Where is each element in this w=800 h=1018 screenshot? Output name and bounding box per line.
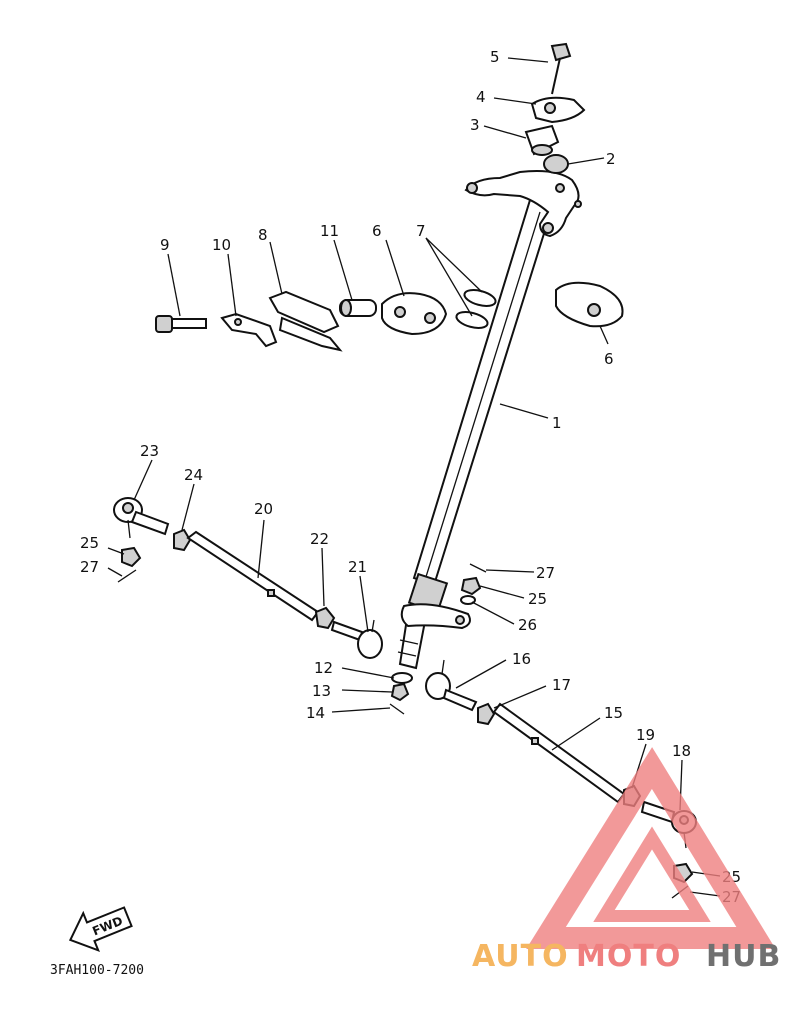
callout-27-left: 27 bbox=[80, 558, 99, 576]
callout-11: 11 bbox=[320, 222, 339, 240]
callout-18: 18 bbox=[672, 742, 691, 760]
spring-plate bbox=[268, 290, 343, 352]
watermark-part1: AUTO bbox=[472, 939, 569, 974]
lower-holder bbox=[524, 124, 560, 156]
tie-rod-left bbox=[186, 530, 320, 622]
clamp-left bbox=[381, 292, 448, 336]
callout-1: 1 bbox=[552, 414, 562, 432]
castle-nut-upper-right bbox=[460, 576, 482, 596]
callout-20: 20 bbox=[254, 500, 273, 518]
bolt-top bbox=[550, 42, 572, 95]
callout-25-upper-right: 25 bbox=[528, 590, 547, 608]
callout-8: 8 bbox=[258, 226, 268, 244]
callout-6-right: 6 bbox=[604, 350, 614, 368]
bushings bbox=[455, 289, 497, 329]
cotter-pin-upper-right bbox=[469, 563, 487, 573]
callout-27-upper-right: 27 bbox=[536, 564, 555, 582]
tie-rod-end-inner-right bbox=[425, 659, 478, 712]
nut-17 bbox=[477, 702, 496, 726]
upper-holder bbox=[530, 96, 586, 124]
washer-26 bbox=[460, 595, 476, 605]
callout-14: 14 bbox=[306, 704, 325, 722]
watermark-part3: HUB bbox=[706, 939, 781, 974]
callout-23: 23 bbox=[140, 442, 159, 460]
leader-lines bbox=[107, 57, 721, 897]
diagram-code: 3FAH100-7200 bbox=[50, 963, 144, 978]
upper-bracket bbox=[464, 170, 582, 238]
callout-12: 12 bbox=[314, 659, 333, 677]
callout-9: 9 bbox=[160, 236, 170, 254]
callout-19: 19 bbox=[636, 726, 655, 744]
watermark-part2: MOTO bbox=[576, 939, 681, 974]
collar bbox=[339, 299, 377, 317]
callout-22: 22 bbox=[310, 530, 329, 548]
callout-5: 5 bbox=[490, 48, 500, 66]
callout-2: 2 bbox=[606, 150, 616, 168]
callout-7: 7 bbox=[416, 222, 426, 240]
cotter-pin-left bbox=[117, 569, 137, 583]
callout-13: 13 bbox=[312, 682, 331, 700]
cotter-pin-14 bbox=[389, 703, 405, 715]
callout-24: 24 bbox=[184, 466, 203, 484]
callout-4: 4 bbox=[476, 88, 486, 106]
lock-plate bbox=[220, 312, 278, 348]
tie-rod-end-inner-left bbox=[330, 619, 383, 659]
watermark-logo: AUTO MOTO HUB bbox=[472, 747, 781, 974]
nut-24 bbox=[173, 528, 192, 552]
nut-13 bbox=[390, 682, 410, 702]
callout-10: 10 bbox=[212, 236, 231, 254]
clamp-right bbox=[555, 281, 624, 328]
washer-12 bbox=[391, 672, 413, 684]
castle-nut-left bbox=[121, 546, 142, 568]
bolt-left bbox=[155, 315, 207, 333]
callout-6-left: 6 bbox=[372, 222, 382, 240]
callout-3: 3 bbox=[470, 116, 480, 134]
callout-15: 15 bbox=[604, 704, 623, 722]
bush bbox=[543, 154, 569, 174]
callout-26: 26 bbox=[518, 616, 537, 634]
callout-16: 16 bbox=[512, 650, 531, 668]
callout-25-left: 25 bbox=[80, 534, 99, 552]
tie-rod-end-left bbox=[113, 497, 170, 539]
callout-21: 21 bbox=[348, 558, 367, 576]
nut-22 bbox=[314, 606, 336, 630]
fwd-arrow: FWD bbox=[68, 906, 133, 953]
callout-17: 17 bbox=[552, 676, 571, 694]
